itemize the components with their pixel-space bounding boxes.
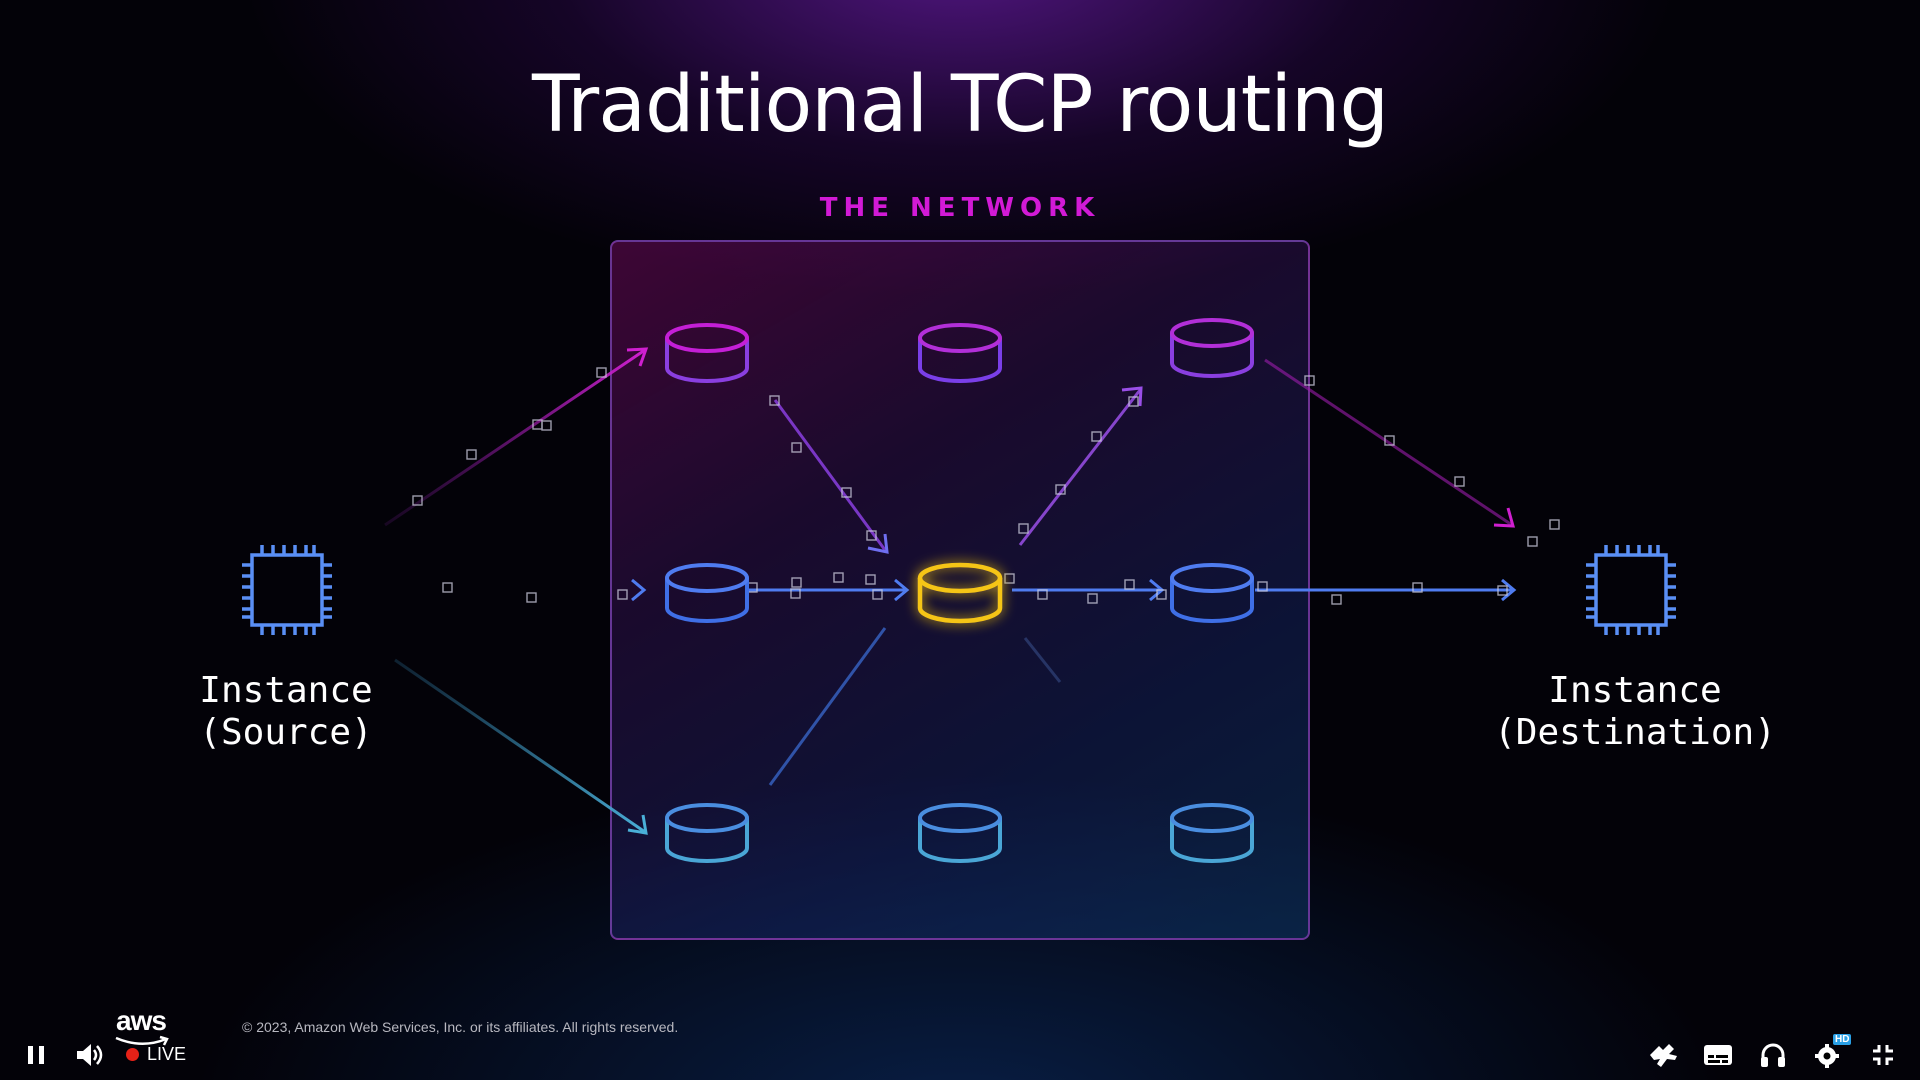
arrow-source-to-mid	[400, 578, 647, 602]
arrow-center-fade	[1023, 637, 1062, 683]
headphones-icon	[1761, 1043, 1785, 1067]
pause-icon	[28, 1046, 44, 1064]
network-label: THE NETWORK	[819, 193, 1101, 223]
gear-icon	[1815, 1044, 1839, 1068]
settings-button[interactable]: HD	[1811, 1034, 1852, 1072]
node-bottom-left	[665, 803, 749, 863]
sign-language-button[interactable]	[1646, 1038, 1686, 1072]
arrow-source-to-bottom	[394, 658, 648, 835]
exit-fullscreen-button[interactable]	[1866, 1038, 1900, 1072]
pause-button[interactable]	[19, 1038, 53, 1072]
arrow-source-to-top	[384, 347, 649, 527]
live-label: LIVE	[147, 1043, 187, 1064]
chip-source-icon	[242, 545, 332, 635]
aws-logo-text: aws	[116, 1005, 167, 1036]
volume-button[interactable]	[72, 1038, 106, 1072]
node-bottom-right	[1170, 803, 1254, 863]
exit-fullscreen-icon	[1873, 1045, 1893, 1065]
destination-instance-label: Instance (Destination)	[1494, 670, 1776, 753]
volume-icon	[77, 1044, 103, 1066]
arrow-mid-to-center	[745, 578, 910, 602]
chip-destination-icon	[1586, 545, 1676, 635]
slide-title: Traditional TCP routing	[532, 60, 1389, 150]
sign-language-icon	[1650, 1044, 1677, 1067]
node-top-center	[918, 323, 1002, 383]
aws-smile-icon	[115, 1035, 169, 1046]
captions-button[interactable]	[1701, 1038, 1735, 1072]
arrow-top-right-to-destination	[1264, 358, 1516, 528]
audio-track-button[interactable]	[1756, 1038, 1790, 1072]
arrow-bottom-to-center	[768, 627, 887, 786]
live-indicator: LIVE	[126, 1042, 186, 1066]
arrow-mid-right-to-destination	[1255, 578, 1517, 602]
arrow-center-to-top-right	[1018, 386, 1143, 546]
node-center-highlighted	[917, 562, 1003, 624]
source-instance-label: Instance (Source)	[199, 670, 373, 753]
packets	[412, 367, 1560, 605]
arrow-top-to-center	[773, 399, 889, 554]
node-top-right	[1170, 318, 1254, 378]
aws-logo: aws	[115, 1005, 169, 1046]
node-mid-right	[1170, 563, 1254, 623]
captions-icon	[1704, 1045, 1732, 1065]
node-top-left	[665, 323, 749, 383]
hd-badge: HD	[1833, 1034, 1852, 1045]
node-bottom-center	[918, 803, 1002, 863]
live-dot	[126, 1047, 139, 1061]
copyright-text: © 2023, Amazon Web Services, Inc. or its…	[242, 1019, 679, 1035]
arrow-center-to-mid-right	[1012, 578, 1165, 602]
node-mid-left	[665, 563, 749, 623]
